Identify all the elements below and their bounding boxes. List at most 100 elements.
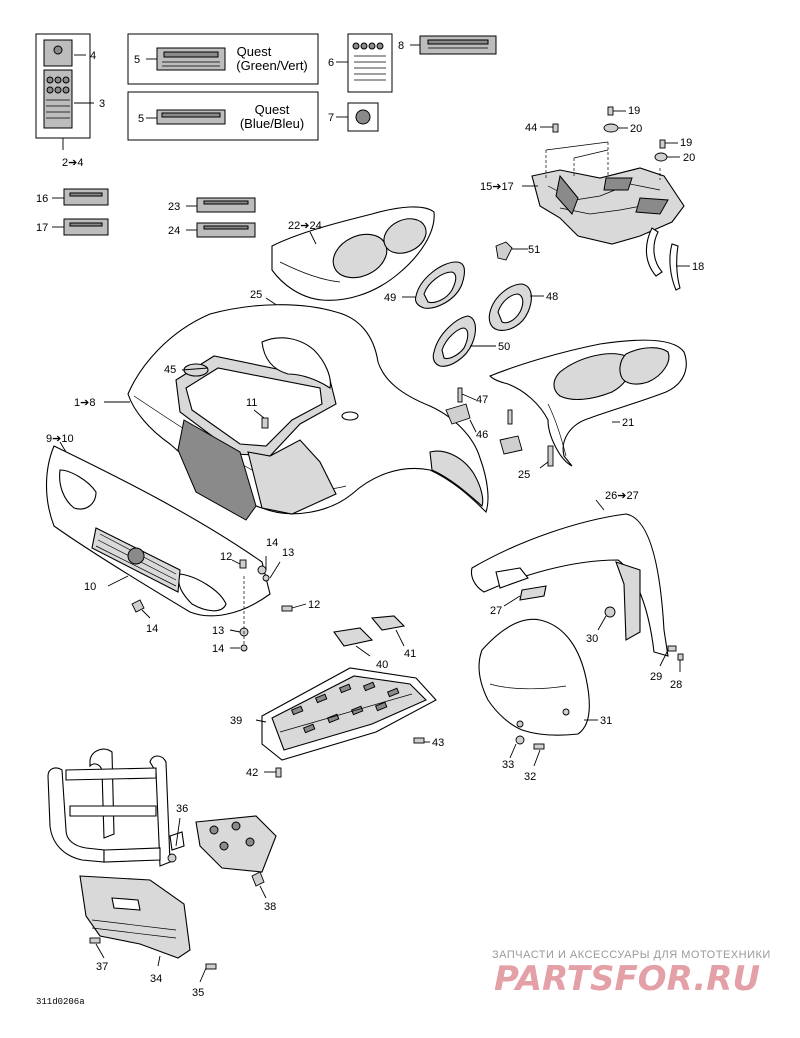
callout-16: 16 — [36, 193, 48, 205]
callout-45: 45 — [164, 364, 176, 376]
callout-26-27: 26➔27 — [605, 490, 639, 502]
decal-23 — [186, 197, 256, 213]
fender-hardware-28-30 — [597, 606, 684, 672]
callout-28: 28 — [670, 679, 682, 691]
callout-27: 27 — [490, 605, 502, 617]
callout-5a: 5 — [134, 54, 140, 66]
callout-46: 46 — [476, 429, 488, 441]
callout-49: 49 — [384, 292, 396, 304]
callout-51: 51 — [528, 244, 540, 256]
callout-15-17: 15➔17 — [480, 181, 514, 193]
front-storage-bin — [522, 141, 685, 245]
callout-39: 39 — [230, 715, 242, 727]
bezel-48 — [488, 283, 544, 331]
skid-plate-hardware — [264, 737, 430, 778]
bulb-clip-51 — [495, 241, 528, 261]
decal-16 — [52, 188, 109, 206]
callout-5b: 5 — [138, 113, 144, 125]
callout-7: 7 — [328, 112, 334, 124]
decal-8 — [410, 35, 497, 55]
side-panel — [489, 339, 687, 467]
callout-11: 11 — [246, 397, 257, 409]
callout-19a: 19 — [628, 105, 640, 117]
callout-35: 35 — [192, 987, 204, 999]
callout-12b: 12 — [308, 599, 320, 611]
callout-22-24: 22➔24 — [288, 220, 322, 232]
hardware-19-20-44 — [540, 106, 680, 162]
front-bumper-panel — [45, 441, 271, 617]
callout-36: 36 — [176, 803, 188, 815]
callout-50: 50 — [498, 341, 510, 353]
callout-40: 40 — [376, 659, 388, 671]
strap-18 — [645, 227, 690, 291]
callout-23: 23 — [168, 201, 180, 213]
guard-hardware — [89, 937, 217, 983]
decal-24 — [186, 222, 256, 238]
headlight-surround — [271, 206, 435, 301]
callout-32: 32 — [524, 771, 536, 783]
callout-3: 3 — [99, 98, 105, 110]
callout-33: 33 — [502, 759, 514, 771]
decal-6 — [336, 33, 393, 93]
pad-41 — [370, 615, 406, 647]
callout-48: 48 — [546, 291, 558, 303]
fender-extension — [470, 499, 669, 657]
callout-13b: 13 — [212, 625, 224, 637]
callout-17: 17 — [36, 222, 48, 234]
callout-14a: 14 — [146, 623, 158, 635]
pad-40 — [333, 627, 374, 657]
bumper-guard — [47, 748, 277, 959]
callout-24: 24 — [168, 225, 180, 237]
diagram-code: 311d0206a — [36, 997, 85, 1007]
callout-10: 10 — [84, 581, 96, 593]
callout-4: 4 — [90, 50, 96, 62]
callout-41: 41 — [404, 648, 416, 660]
quest-green-line1: Quest — [237, 44, 272, 59]
decal-17 — [52, 218, 109, 236]
callout-13a: 13 — [282, 547, 294, 559]
front-fender — [104, 304, 489, 521]
skid-plate — [255, 667, 437, 761]
bumper-hardware — [131, 556, 307, 652]
decal-box-quest-green — [127, 33, 319, 85]
screw-11 — [253, 409, 269, 429]
callout-42: 42 — [246, 767, 258, 779]
mud-guard-hardware — [509, 735, 545, 767]
callout-14b: 14 — [266, 537, 278, 549]
callout-8: 8 — [398, 40, 404, 52]
callout-14c: 14 — [212, 643, 224, 655]
bezel-49 — [402, 261, 466, 309]
callout-9-10: 9➔10 — [46, 433, 74, 445]
callout-2-4: 2➔4 — [62, 157, 83, 169]
callout-34: 34 — [150, 973, 162, 985]
bracket-46-47 — [445, 387, 523, 455]
callout-21: 21 — [622, 417, 634, 429]
callout-1-8: 1➔8 — [74, 397, 95, 409]
callout-25b: 25 — [518, 469, 530, 481]
callout-31: 31 — [600, 715, 612, 727]
callout-12a: 12 — [220, 551, 232, 563]
callout-6: 6 — [328, 57, 334, 69]
decal-7 — [336, 102, 379, 132]
quest-green-line2: (Green/Vert) — [236, 58, 308, 73]
bezel-50 — [432, 315, 496, 367]
callout-25a: 25 — [250, 289, 262, 301]
callout-30: 30 — [586, 633, 598, 645]
watermark-tagline: ЗАПЧАСТИ И АКСЕССУАРЫ ДЛЯ МОТОТЕХНИКИ — [492, 949, 771, 961]
quest-blue-line1: Quest — [255, 102, 290, 117]
quest-blue-line2: (Blue/Bleu) — [240, 116, 304, 131]
callout-20b: 20 — [683, 152, 695, 164]
decal-box-2-4 — [35, 33, 94, 150]
watermark-logo: PARTSFOR.RU — [494, 959, 760, 999]
callout-19b: 19 — [680, 137, 692, 149]
pin-25b — [539, 445, 554, 469]
callout-29: 29 — [650, 671, 662, 683]
mud-guard — [478, 618, 598, 736]
callout-44: 44 — [525, 122, 537, 134]
callout-43: 43 — [432, 737, 444, 749]
callout-47: 47 — [476, 394, 488, 406]
decal-box-quest-blue — [127, 91, 319, 141]
callout-38: 38 — [264, 901, 276, 913]
callout-18: 18 — [692, 261, 704, 273]
